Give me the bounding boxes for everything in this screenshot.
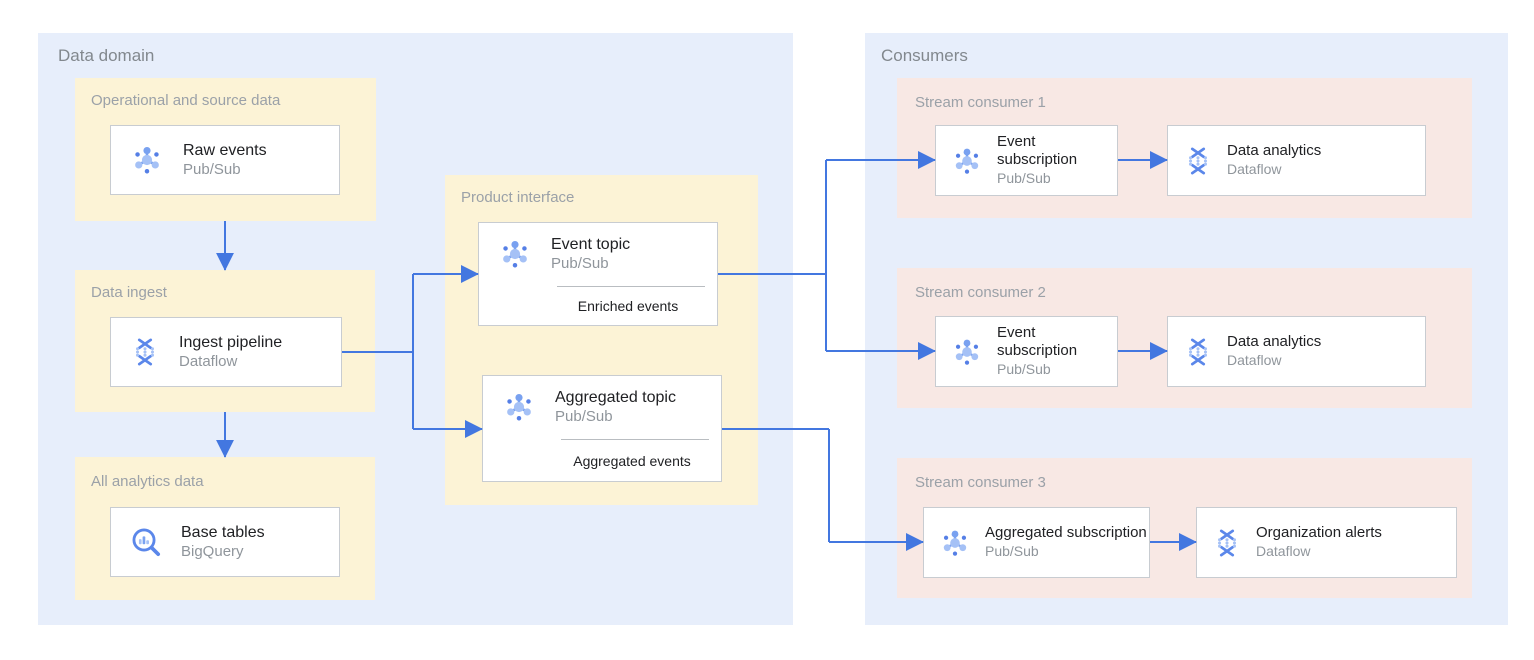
stream-consumer-1-label: Stream consumer 1 <box>915 94 1046 111</box>
card-aggregated-subscription: Aggregated subscription Pub/Sub <box>923 507 1150 578</box>
card-subtitle: Pub/Sub <box>997 361 1051 378</box>
card-data-analytics-2: Data analytics Dataflow <box>1167 316 1426 387</box>
group-product-interface-label: Product interface <box>461 189 575 206</box>
pubsub-icon <box>950 144 984 178</box>
card-subtitle: Dataflow <box>1256 543 1311 560</box>
card-subtitle: Dataflow <box>1227 352 1282 369</box>
group-ingest-label: Data ingest <box>91 284 167 301</box>
card-ingest-pipeline: Ingest pipeline Dataflow <box>110 317 342 387</box>
card-subtitle: BigQuery <box>181 542 244 560</box>
dataflow-icon <box>1211 527 1243 559</box>
consumers-label: Consumers <box>881 46 968 65</box>
bigquery-icon <box>129 525 163 559</box>
data-domain-panel: Data domain Operational and source data <box>38 33 793 625</box>
card-subtitle: Pub/Sub <box>183 160 241 178</box>
dataflow-icon <box>129 336 161 368</box>
card-event-subscription-2: Event subscription Pub/Sub <box>935 316 1118 387</box>
card-title: Data analytics <box>1227 333 1322 351</box>
card-subtitle: Dataflow <box>1227 161 1282 178</box>
consumers-panel: Consumers Stream consumer 1 <box>865 33 1508 625</box>
card-note: Enriched events <box>577 298 679 314</box>
card-subtitle: Pub/Sub <box>551 254 609 272</box>
pubsub-icon <box>950 335 984 369</box>
group-product-interface: Product interface <box>445 175 758 505</box>
pubsub-icon <box>501 389 537 425</box>
dataflow-icon <box>1182 336 1214 368</box>
card-title: Raw events <box>183 141 267 159</box>
pubsub-icon <box>129 142 165 178</box>
stream-consumer-2-label: Stream consumer 2 <box>915 284 1046 301</box>
card-title: Aggregated subscription <box>985 524 1147 542</box>
card-aggregated-topic: Aggregated topic Pub/Sub Aggregated even… <box>482 375 722 482</box>
card-title: Event subscription <box>997 324 1078 360</box>
group-operational-source-data: Operational and source data <box>75 78 376 221</box>
card-subtitle: Pub/Sub <box>555 407 613 425</box>
card-title: Event subscription <box>997 133 1078 169</box>
dataflow-icon <box>1182 145 1214 177</box>
card-subtitle: Pub/Sub <box>985 543 1039 560</box>
pubsub-icon <box>938 526 972 560</box>
group-stream-consumer-1: Stream consumer 1 <box>897 78 1472 218</box>
card-title: Organization alerts <box>1256 524 1382 542</box>
card-title: Data analytics <box>1227 142 1322 160</box>
group-stream-consumer-3: Stream consumer 3 <box>897 458 1472 598</box>
card-base-tables: Base tables BigQuery <box>110 507 340 577</box>
card-title: Base tables <box>181 523 265 541</box>
card-subtitle: Dataflow <box>179 352 238 370</box>
group-operational-label: Operational and source data <box>91 92 281 109</box>
group-analytics-label: All analytics data <box>91 473 204 490</box>
card-divider <box>557 286 705 287</box>
pubsub-icon <box>497 236 533 272</box>
group-all-analytics-data: All analytics data Base tables <box>75 457 375 600</box>
card-title: Event topic <box>551 235 631 253</box>
card-data-analytics-1: Data analytics Dataflow <box>1167 125 1426 196</box>
card-title: Ingest pipeline <box>179 333 283 351</box>
card-divider <box>561 439 709 440</box>
data-domain-label: Data domain <box>58 46 155 65</box>
card-note: Aggregated events <box>573 452 691 469</box>
group-stream-consumer-2: Stream consumer 2 <box>897 268 1472 408</box>
stream-consumer-3-label: Stream consumer 3 <box>915 474 1046 491</box>
card-organization-alerts: Organization alerts Dataflow <box>1196 507 1457 578</box>
card-raw-events: Raw events Pub/Sub <box>110 125 340 195</box>
group-data-ingest: Data ingest <box>75 270 375 412</box>
card-subtitle: Pub/Sub <box>997 170 1051 187</box>
card-title: Aggregated topic <box>555 388 676 406</box>
card-event-topic: Event topic Pub/Sub Enriched events <box>478 222 718 326</box>
card-event-subscription-1: Event subscription Pub/Sub <box>935 125 1118 196</box>
